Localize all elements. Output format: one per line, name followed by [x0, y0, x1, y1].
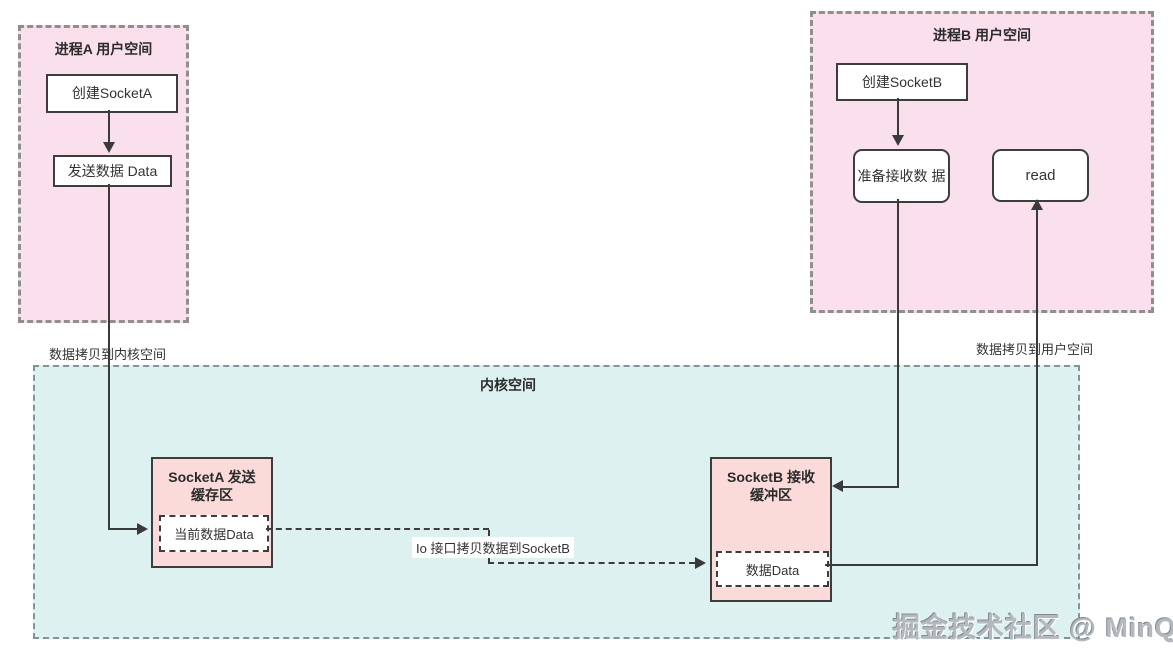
edge-data-to-read-vertical-line: [1036, 209, 1038, 566]
socket-a-current-data-box: 当前数据Data: [159, 515, 269, 552]
socket-b-data-label: 数据Data: [745, 562, 800, 578]
node-send-data: 发送数据 Data: [53, 155, 172, 187]
socket-a-title-line-2: 缓存区: [191, 487, 233, 503]
arrow-left-icon: [832, 480, 843, 492]
edge-create-b-to-prepare-line: [897, 98, 899, 136]
socket-a-current-data-label: 当前数据Data: [174, 527, 254, 542]
socket-a-title-line-1: SocketA 发送: [168, 469, 256, 485]
watermark: 掘金技术社区 @ MinQ: [893, 613, 1173, 643]
socket-b-receive-buffer-title: SocketB 接收 缓冲区: [712, 459, 830, 504]
kernel-space-title: 内核空间: [480, 377, 536, 393]
edge-create-a-to-send-line: [108, 110, 110, 143]
process-b-title: 进程B 用户空间: [933, 27, 1031, 43]
process-a-title: 进程A 用户空间: [54, 41, 153, 57]
label-copy-to-kernel: 数据拷贝到内核空间: [49, 347, 167, 362]
socket-a-send-buffer-title: SocketA 发送 缓存区: [153, 459, 271, 504]
edge-prepare-to-socket-b-horizontal-line: [843, 486, 899, 488]
arrow-down-icon: [103, 142, 115, 153]
edge-send-to-socket-a-horizontal-line: [108, 528, 138, 530]
kernel-space: 内核空间 SocketA 发送 缓存区 当前数据Data SocketB 接收 …: [33, 365, 1080, 639]
prepare-line-2: 据: [931, 167, 946, 184]
label-copy-to-user: 数据拷贝到用户空间: [976, 342, 1094, 357]
process-b-user-space: 进程B 用户空间 创建SocketB 准备接收数 据 read: [810, 11, 1154, 313]
arrow-right-icon: [695, 557, 706, 569]
node-create-socket-b: 创建SocketB: [836, 63, 968, 101]
node-send-data-label: 发送数据 Data: [67, 162, 158, 179]
edge-io-copy-dashed-segment-1: [266, 528, 489, 530]
label-io-copy: Io 接口拷贝数据到SocketB: [412, 537, 574, 558]
process-a-user-space: 进程A 用户空间 创建SocketA 发送数据 Data: [18, 25, 189, 323]
node-create-socket-b-label: 创建SocketB: [861, 73, 943, 90]
socket-a-send-buffer: SocketA 发送 缓存区 当前数据Data: [151, 457, 273, 568]
arrow-up-icon: [1031, 199, 1043, 210]
edge-prepare-to-socket-b-vertical-line: [897, 199, 899, 487]
node-prepare-receive-data: 准备接收数 据: [853, 149, 950, 203]
socket-b-title-line-1: SocketB 接收: [727, 469, 815, 485]
node-read: read: [992, 149, 1089, 202]
node-create-socket-a: 创建SocketA: [46, 74, 178, 113]
node-read-label: read: [1025, 167, 1056, 184]
arrow-right-icon: [137, 523, 148, 535]
arrow-down-icon: [892, 135, 904, 146]
node-prepare-receive-data-label: 准备接收数 据: [858, 168, 946, 185]
socket-b-data-box: 数据Data: [716, 551, 829, 587]
node-create-socket-a-label: 创建SocketA: [71, 85, 153, 101]
socket-b-title-line-2: 缓冲区: [750, 487, 792, 503]
edge-data-to-read-horizontal-line: [825, 564, 1038, 566]
socket-b-receive-buffer: SocketB 接收 缓冲区 数据Data: [710, 457, 832, 602]
prepare-line-1: 准备接收数: [857, 167, 928, 184]
edge-io-copy-dashed-segment-3: [488, 562, 695, 564]
edge-send-to-socket-a-vertical-line: [108, 184, 110, 529]
